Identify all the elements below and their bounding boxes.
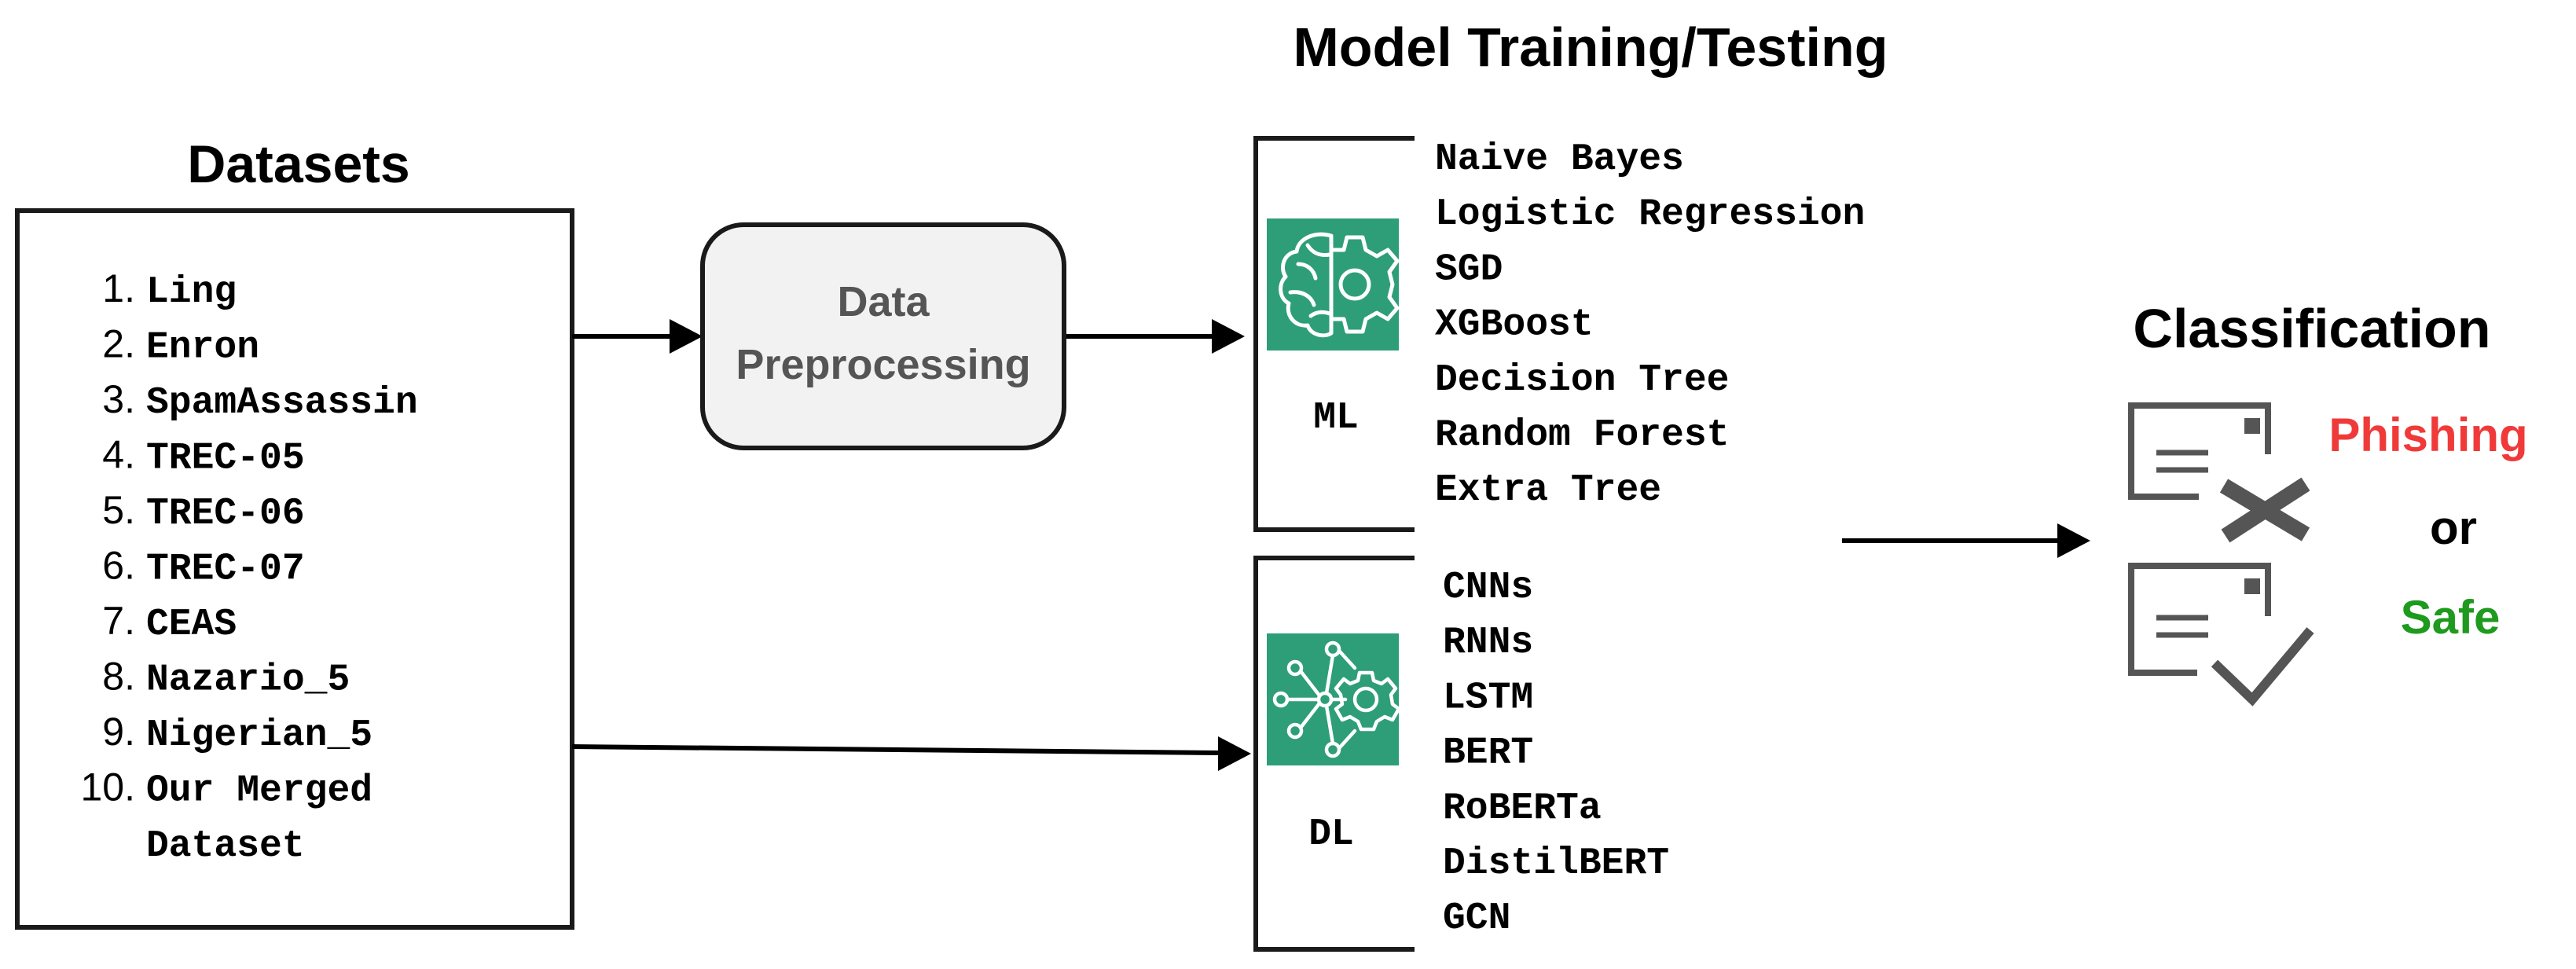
safe-label: Safe (2401, 591, 2501, 644)
dl-method-item: DistilBERT (1443, 842, 1669, 885)
dataset-item-number: 8. (102, 655, 135, 699)
ml-method-item: Logistic Regression (1435, 193, 1865, 236)
dataset-item-number: 6. (102, 544, 135, 588)
dl-method-item: RoBERTa (1443, 787, 1602, 830)
phishing-label: Phishing (2328, 409, 2527, 461)
dataset-item-name: Ling (146, 271, 237, 314)
dataset-item-name: TREC-06 (146, 493, 305, 535)
classification-title: Classification (2133, 298, 2490, 359)
dl-method-item: CNNs (1443, 567, 1533, 609)
ml-method-item: Extra Tree (1435, 469, 1661, 512)
preprocessing-box (700, 222, 1066, 450)
dl-method-item: BERT (1443, 732, 1533, 775)
dataset-item-number: 2. (102, 322, 135, 366)
dataset-item-number: 5. (102, 488, 135, 532)
dataset-item-name: TREC-05 (146, 438, 305, 480)
arrow-datasets-to-dl (571, 736, 1251, 771)
ml-method-item: Naive Bayes (1435, 138, 1684, 181)
dl-method-item: LSTM (1443, 677, 1533, 719)
dataset-item-number: 7. (102, 599, 135, 643)
datasets-box (15, 208, 574, 930)
dataset-item-number: 1. (102, 266, 135, 310)
ml-bracket (1253, 136, 1415, 532)
ml-method-item: XGBoost (1435, 304, 1594, 347)
model-title: Model Training/Testing (1293, 17, 1888, 78)
ml-method-item: Decision Tree (1435, 359, 1729, 402)
arrow-preprocessing-to-ml (1064, 319, 1245, 354)
dataset-item-name-continued: Dataset (146, 825, 305, 868)
dataset-item-name: TREC-07 (146, 549, 305, 591)
neural-network-gear-icon (1267, 633, 1401, 765)
dataset-item-number: 10. (80, 765, 135, 809)
arrow-datasets-to-preprocessing (572, 319, 703, 354)
brain-gear-icon (1267, 218, 1400, 351)
dl-bracket (1253, 556, 1415, 952)
dataset-item-name: CEAS (146, 604, 237, 646)
preprocessing-label-line1: Data (837, 278, 930, 325)
dataset-item-name: Our Merged (146, 770, 372, 813)
dataset-item-number: 9. (102, 710, 135, 754)
email-approved-icon (2128, 563, 2314, 707)
ml-method-item: Random Forest (1435, 414, 1729, 457)
datasets-title: Datasets (187, 134, 410, 194)
arrow-models-to-classification (1842, 523, 2090, 558)
ml-method-item: SGD (1435, 248, 1503, 291)
dl-method-item: GCN (1443, 897, 1510, 940)
dataset-list: 1. Ling 2. Enron 3. SpamAssassin 4. TREC-05 5. TR… (80, 266, 417, 868)
dataset-item-name: SpamAssassin (146, 382, 418, 424)
dataset-item-name: Enron (146, 327, 259, 369)
dl-label: DL (1308, 813, 1354, 856)
preprocessing-label-line2: Preprocessing (736, 341, 1030, 388)
or-label: or (2430, 501, 2477, 554)
ml-label: ML (1313, 397, 1359, 439)
dataset-item-number: 4. (102, 433, 135, 477)
dataset-item-name: Nazario_5 (146, 659, 350, 702)
dataset-item-name: Nigerian_5 (146, 714, 372, 757)
dataset-item-number: 3. (102, 377, 135, 421)
dl-method-item: RNNs (1443, 622, 1533, 664)
email-rejected-icon (2128, 402, 2310, 543)
